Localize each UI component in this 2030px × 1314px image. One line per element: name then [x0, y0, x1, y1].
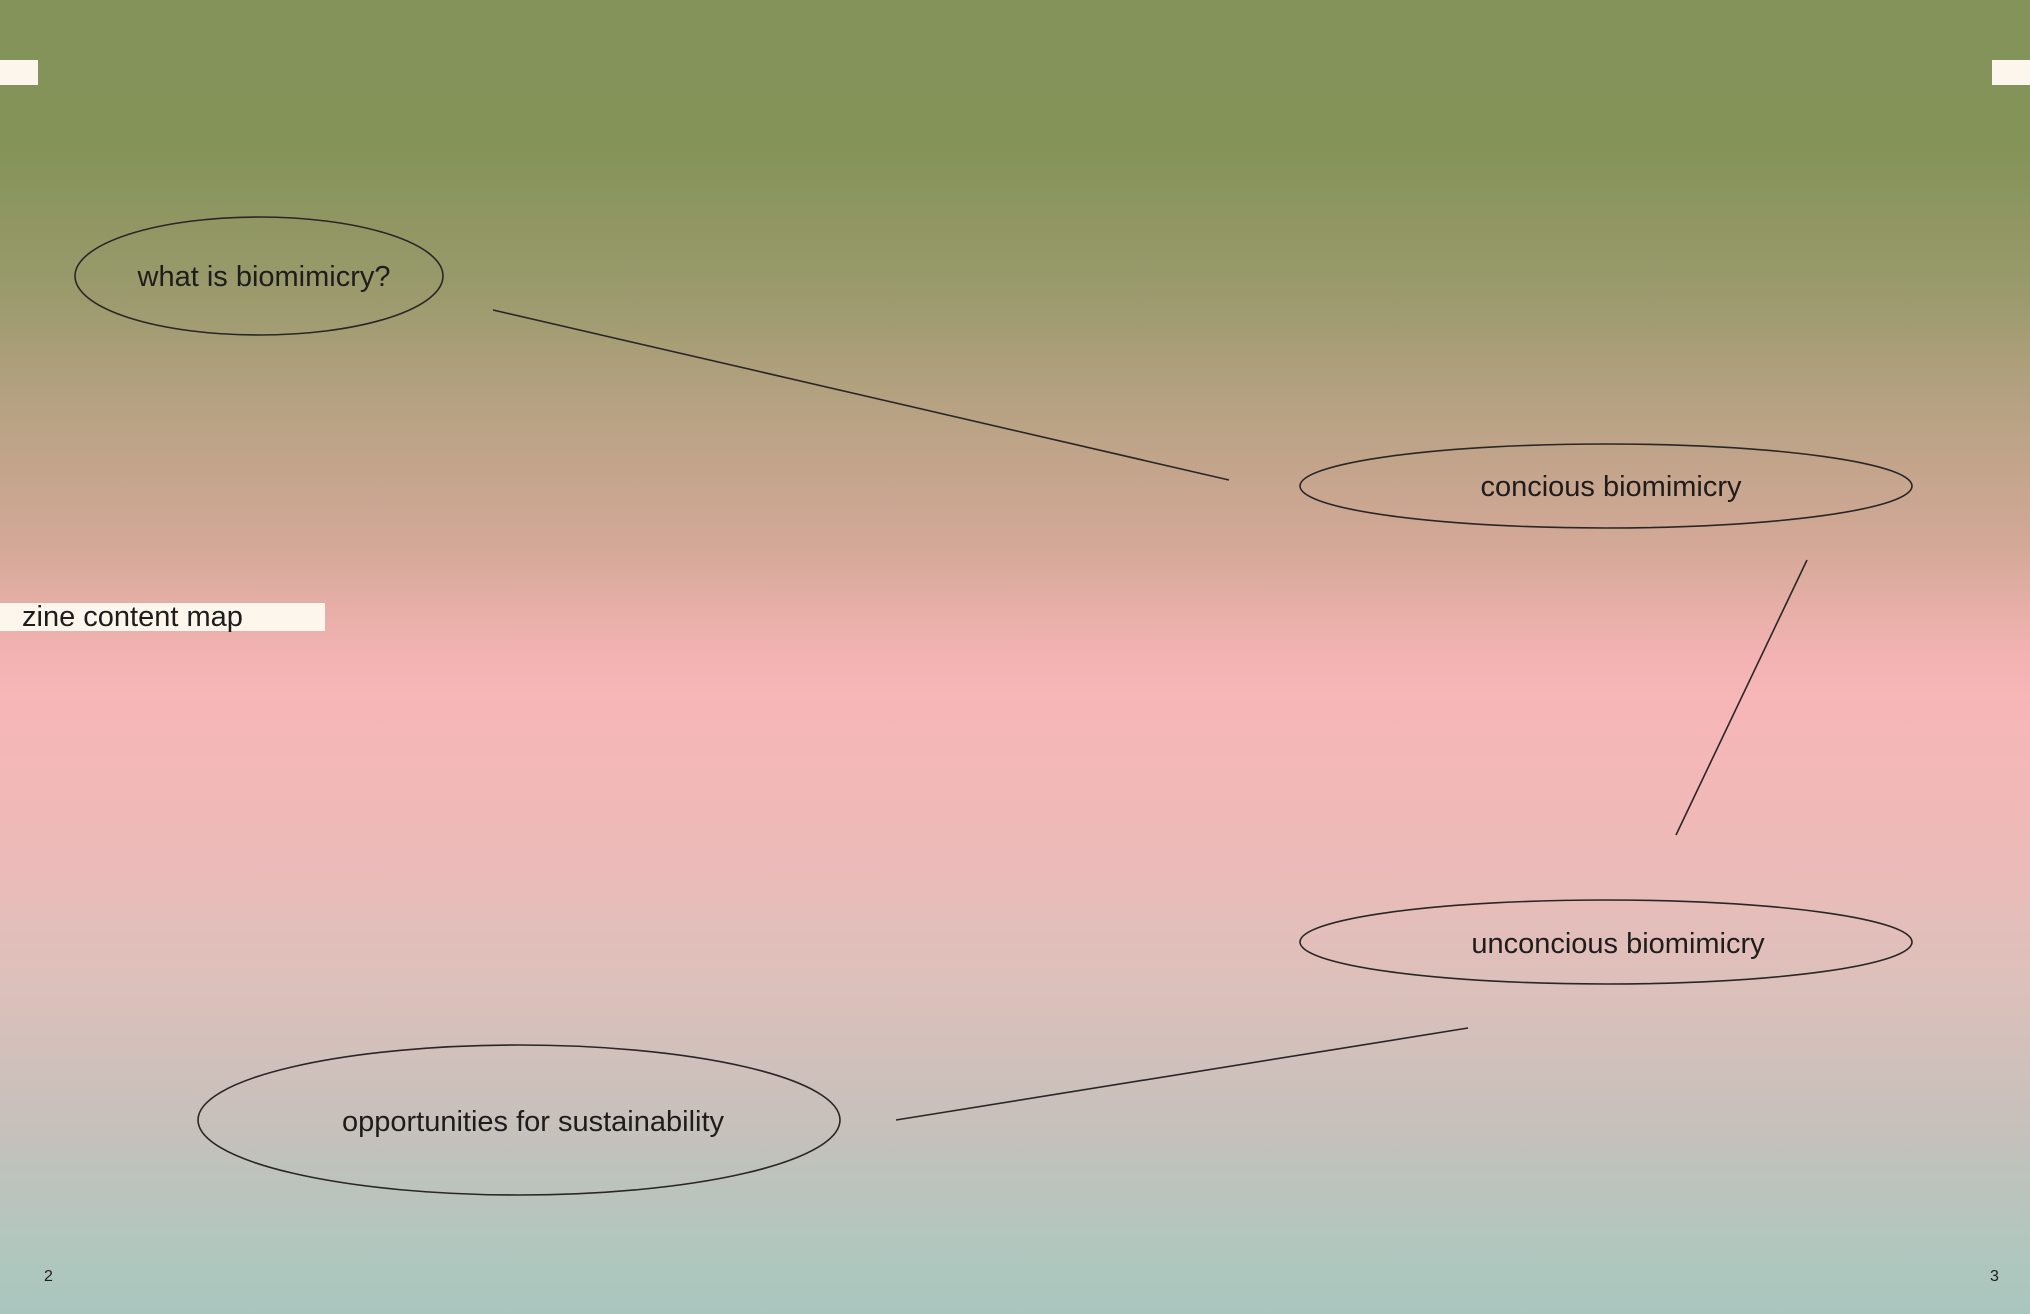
connector-what-is-to-concious	[492, 309, 1230, 481]
node-label: unconcious biomimicry	[1471, 928, 1765, 960]
node-ellipse	[1299, 899, 1913, 985]
node-concious-biomimicry: concious biomimicry	[1299, 443, 1913, 529]
node-ellipse	[1299, 443, 1913, 529]
page-number-left: 2	[44, 1268, 53, 1285]
node-label: concious biomimicry	[1480, 471, 1742, 503]
node-label: opportunities for sustainability	[342, 1106, 725, 1138]
node-what-is-biomimicry: what is biomimicry?	[74, 216, 444, 336]
node-ellipse	[197, 1044, 841, 1196]
node-label: what is biomimicry?	[137, 261, 391, 293]
node-opportunities-for-sustainability: opportunities for sustainability	[197, 1044, 841, 1196]
connector-unconcious-to-opportunities	[895, 1027, 1469, 1121]
node-unconcious-biomimicry: unconcious biomimicry	[1299, 899, 1913, 985]
page-tab-right	[1992, 60, 2030, 85]
page-number-right: 3	[1990, 1268, 1999, 1285]
page-tab-left	[0, 60, 38, 85]
connector-concious-to-unconcious	[1675, 559, 1808, 836]
map-title: zine content map	[0, 603, 325, 632]
node-ellipse	[74, 216, 444, 336]
